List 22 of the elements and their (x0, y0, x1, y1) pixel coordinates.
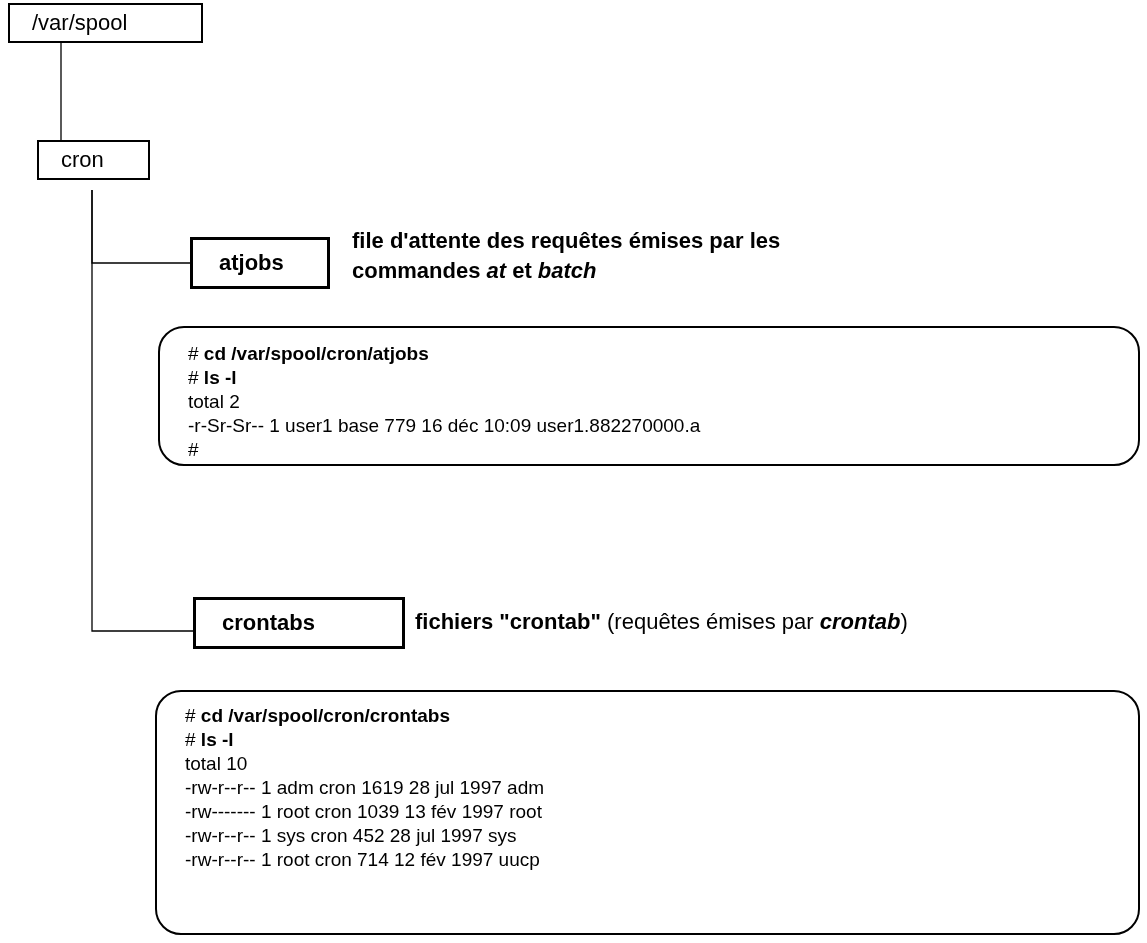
listing-line: total 10 (185, 752, 249, 776)
description-text: fichiers "crontab" (requêtes émises par crontab) (415, 608, 909, 636)
directory-box: cron (37, 140, 150, 180)
listing-line: # cd /var/spool/cron/atjobs (188, 342, 430, 366)
directory-box: atjobs (190, 237, 330, 289)
terminal-listing-box (155, 690, 1140, 935)
listing-line: -rw-r--r-- 1 adm cron 1619 28 jul 1997 adm (185, 776, 546, 800)
listing-line: -rw-r--r-- 1 root cron 714 12 fév 1997 uucp (185, 848, 541, 872)
terminal-listing-box (158, 326, 1140, 466)
tree-connector (91, 189, 194, 632)
listing-line: -r-Sr-Sr-- 1 user1 base 779 16 déc 10:09 user1.882270000.a (188, 414, 702, 438)
listing-line: # (188, 438, 200, 462)
listing-line: # ls -l (188, 366, 238, 390)
description-text: file d'attente des requêtes émises par les commandes at et batch (352, 227, 782, 285)
listing-line: # ls -l (185, 728, 235, 752)
listing-line: -rw------- 1 root cron 1039 13 fév 1997 root (185, 800, 543, 824)
directory-box: crontabs (193, 597, 405, 649)
listing-line: # cd /var/spool/cron/crontabs (185, 704, 452, 728)
directory-box: /var/spool (8, 3, 203, 43)
listing-line: -rw-r--r-- 1 sys cron 452 28 jul 1997 sys (185, 824, 518, 848)
listing-line: total 2 (188, 390, 241, 414)
tree-connector (60, 42, 62, 141)
